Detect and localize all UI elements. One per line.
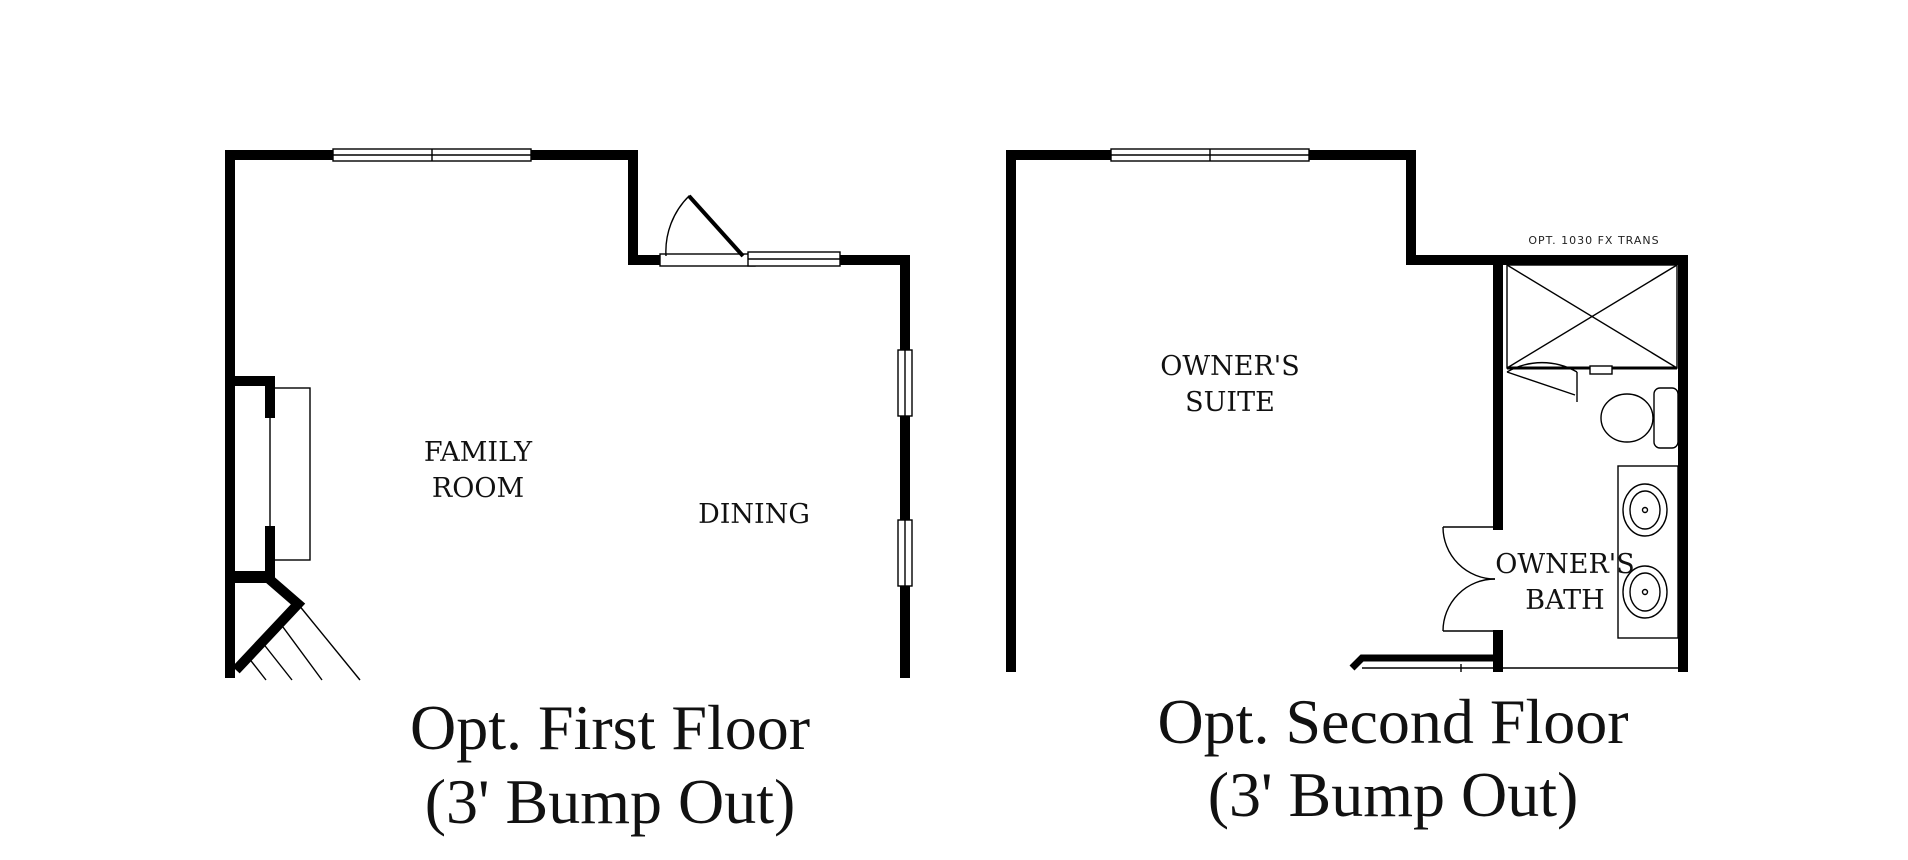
shower [1506, 262, 1678, 402]
second-floor-top-window [1110, 148, 1310, 162]
second-floor-plan: OPT. 1030 FX TRANS OWNER'S SUITE [1006, 148, 1688, 830]
first-floor-top-window [332, 148, 532, 162]
closet-corner [1349, 654, 1498, 671]
bath-double-doors [1442, 526, 1496, 632]
first-floor-right-wall [840, 255, 910, 678]
first-floor-right-window-lower [897, 519, 913, 587]
owners-suite-label-line2: SUITE [1185, 387, 1275, 418]
family-room-label-line2: ROOM [432, 473, 524, 504]
dining-label: DINING [698, 499, 810, 530]
second-floor-exterior-wall [1006, 150, 1688, 672]
fireplace [230, 376, 311, 581]
first-floor-right-window-upper [897, 349, 913, 417]
optional-transom-note: OPT. 1030 FX TRANS [1528, 234, 1659, 247]
first-floor-corner-door [659, 194, 841, 267]
first-floor-corner-bay [230, 573, 361, 681]
second-floor-caption-line2: (3' Bump Out) [1208, 759, 1579, 830]
first-floor-caption-line2: (3' Bump Out) [425, 766, 796, 837]
second-floor-caption-line1: Opt. Second Floor [1157, 686, 1628, 757]
double-vanity [1617, 465, 1679, 639]
family-room-label-line1: FAMILY [424, 437, 533, 468]
first-floor-exterior-wall [225, 150, 662, 678]
owners-bath-label-line1: OWNER'S [1495, 549, 1634, 580]
owners-suite-label-line1: OWNER'S [1160, 351, 1299, 382]
first-floor-plan: FAMILY ROOM DINING Opt. First Floor (3' … [225, 148, 913, 837]
owners-bath-label-line2: BATH [1525, 585, 1604, 616]
first-floor-caption-line1: Opt. First Floor [410, 692, 810, 763]
toilet [1600, 387, 1679, 449]
